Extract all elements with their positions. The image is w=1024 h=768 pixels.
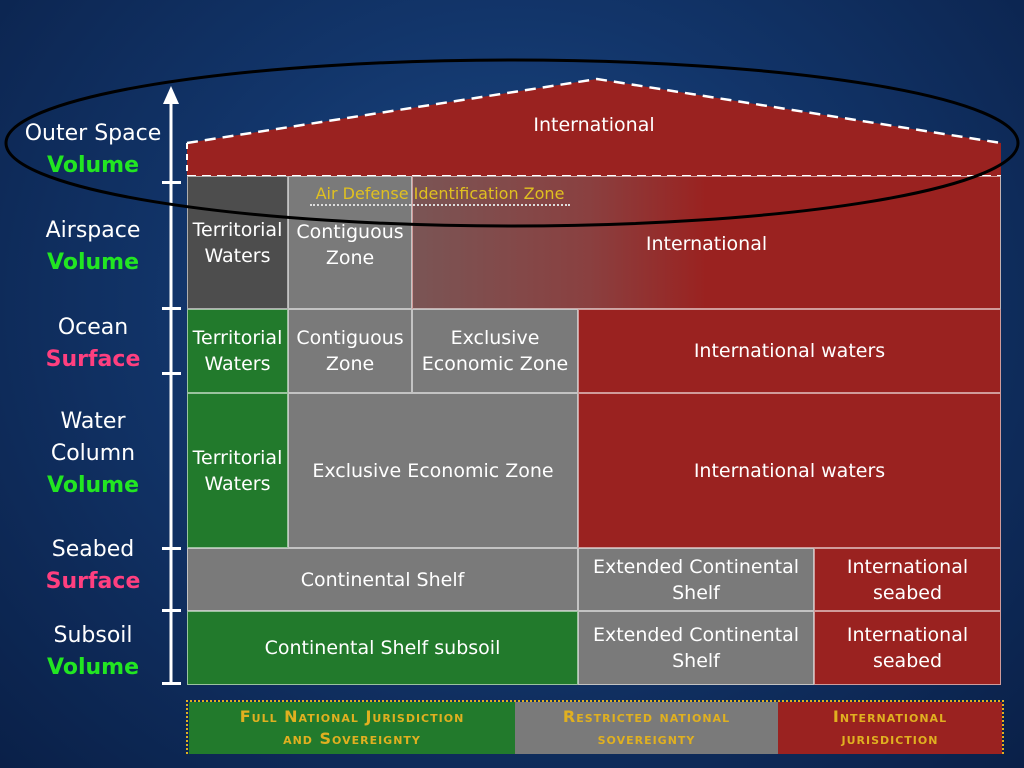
axis-tick	[162, 307, 181, 310]
airspace-territorial-waters: Territorial Waters	[187, 176, 288, 309]
ocean-eez: Exclusive Economic Zone	[412, 309, 578, 393]
subsoil-extended-shelf: Extended Continental Shelf	[578, 611, 814, 685]
subsoil-international: International seabed	[814, 611, 1001, 685]
subsoil-continental-shelf: Continental Shelf subsoil	[187, 611, 578, 685]
ocean-territorial-waters: Territorial Waters	[187, 309, 288, 393]
seabed-extended-shelf: Extended Continental Shelf	[578, 548, 814, 611]
axis-tick	[162, 547, 181, 550]
legend-restricted: Restricted national sovereignty	[515, 702, 778, 754]
ocean-international-waters: International waters	[578, 309, 1001, 393]
axis-tick	[162, 682, 181, 685]
adiz-label: Air Defense Identification Zone	[310, 184, 570, 206]
water-column-international-waters: International waters	[578, 393, 1001, 548]
axis-tick	[162, 372, 181, 375]
ocean-contiguous-zone: Contiguous Zone	[288, 309, 412, 393]
legend-international: International jurisdiction	[778, 702, 1002, 754]
seabed-continental-shelf: Continental Shelf	[187, 548, 578, 611]
water-column-territorial-waters: Territorial Waters	[187, 393, 288, 548]
water-column-eez: Exclusive Economic Zone	[288, 393, 578, 548]
axis-tick	[162, 609, 181, 612]
legend-full-national: Full National Jurisdiction and Sovereign…	[189, 702, 515, 754]
outer-space-label: International	[533, 114, 655, 136]
seabed-international: International seabed	[814, 548, 1001, 611]
